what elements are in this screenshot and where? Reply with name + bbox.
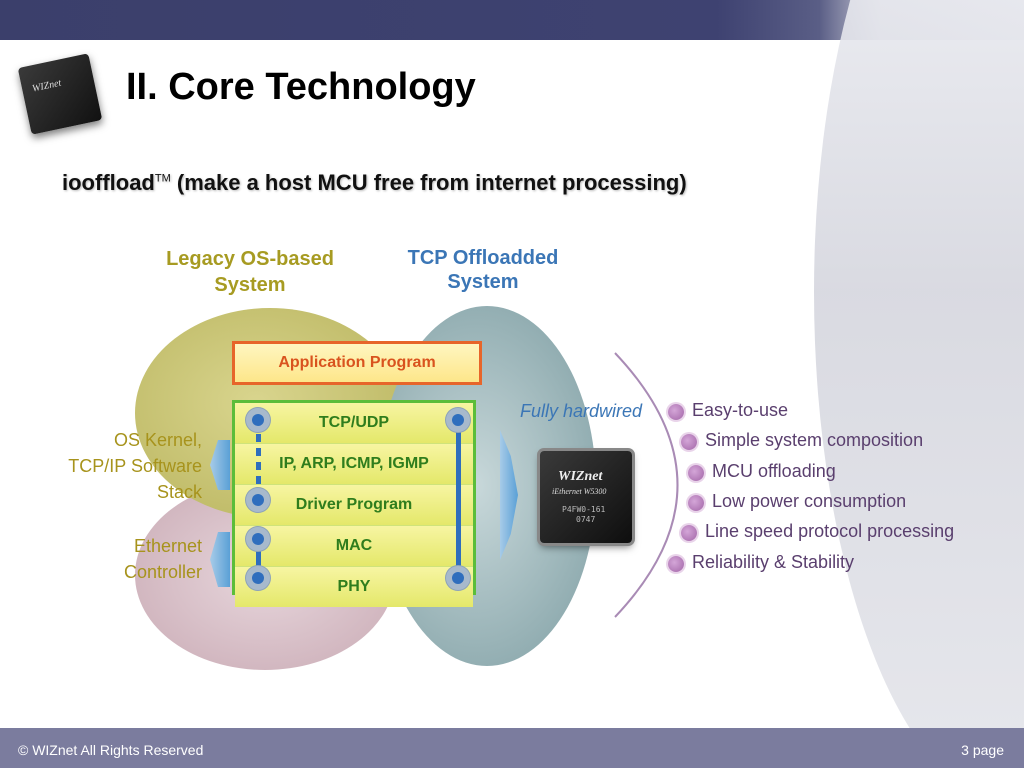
bullet-icon [668, 404, 684, 420]
legacy-caption-line2: System [214, 274, 286, 296]
chip-logo-brand: WIZnet [31, 77, 63, 95]
benefits-arc [614, 352, 679, 618]
w5300-chip-icon: WIZnet iEthernet W5300 P4FW0-161 0747 [540, 451, 632, 543]
left-arrow-icon [210, 532, 230, 587]
subtitle-main: iooffload [62, 170, 155, 195]
chip-model: iEthernet W5300 [552, 487, 607, 496]
layer-driver: Driver Program [235, 485, 473, 526]
layer-mac: MAC [235, 526, 473, 567]
node-icon [246, 566, 270, 590]
benefit-item: MCU offloading [712, 461, 836, 481]
tcp-caption: TCP Offloadded System [388, 246, 578, 294]
slide-title: II. Core Technology [126, 66, 476, 108]
trademark-mark: TM [154, 172, 171, 185]
node-icon [246, 408, 270, 432]
chip-logo-icon: WIZnet [17, 53, 103, 135]
benefit-item: Line speed protocol processing [705, 521, 955, 541]
ethernet-controller-label: Ethernet Controller [60, 533, 202, 585]
eth-label-line1: Ethernet [133, 536, 202, 556]
legacy-caption: Legacy OS-based System [148, 246, 352, 298]
hardwired-line [456, 420, 461, 580]
page-number: 3 page [961, 742, 1004, 758]
protocol-stack: TCP/UDP IP, ARP, ICMP, IGMP Driver Progr… [232, 400, 476, 607]
node-icon [246, 527, 270, 551]
benefit-item: Low power consumption [712, 491, 907, 511]
bullet-icon [681, 525, 697, 541]
benefit-item: Easy-to-use [692, 400, 789, 420]
bullet-icon [668, 556, 684, 572]
tcp-caption-line1: TCP Offloadded [407, 247, 559, 269]
slide-subtitle: iooffloadTM (make a host MCU free from i… [62, 170, 687, 196]
os-label-line3: Stack [156, 482, 202, 502]
eth-label-line2: Controller [123, 562, 202, 582]
os-label-line1: OS Kernel, [113, 430, 202, 450]
layer-ip: IP, ARP, ICMP, IGMP [235, 444, 473, 485]
background-decoration [814, 0, 1024, 730]
node-icon [246, 488, 270, 512]
bullet-icon [681, 434, 697, 450]
footer-bar: © WIZnet All Rights Reserved 3 page [0, 728, 1024, 768]
tcp-caption-line2: System [447, 271, 519, 293]
os-kernel-label: OS Kernel, TCP/IP Software Stack [40, 427, 202, 505]
application-program-box: Application Program [232, 341, 482, 385]
software-stack-line [256, 420, 261, 500]
chip-code2: 0747 [576, 515, 596, 524]
left-arrow-icon [210, 440, 230, 490]
bullet-icon [688, 495, 704, 511]
benefit-item: Reliability & Stability [692, 552, 855, 572]
ethernet-controller-line [256, 540, 261, 580]
chip-brand: WIZnet [558, 469, 603, 484]
fully-hardwired-label: Fully hardwired [520, 401, 643, 421]
os-label-line2: TCP/IP Software [68, 456, 202, 476]
legacy-caption-line1: Legacy OS-based [166, 248, 334, 270]
node-icon [446, 408, 470, 432]
copyright-text: © WIZnet All Rights Reserved [18, 742, 204, 758]
bullet-icon [688, 465, 704, 481]
subtitle-rest: (make a host MCU free from internet proc… [170, 170, 687, 195]
benefit-item: Simple system composition [705, 430, 924, 450]
layer-phy: PHY [235, 567, 473, 607]
chip-code: P4FW0-161 [562, 505, 606, 514]
node-icon [446, 566, 470, 590]
layer-tcp-udp: TCP/UDP [235, 403, 473, 444]
